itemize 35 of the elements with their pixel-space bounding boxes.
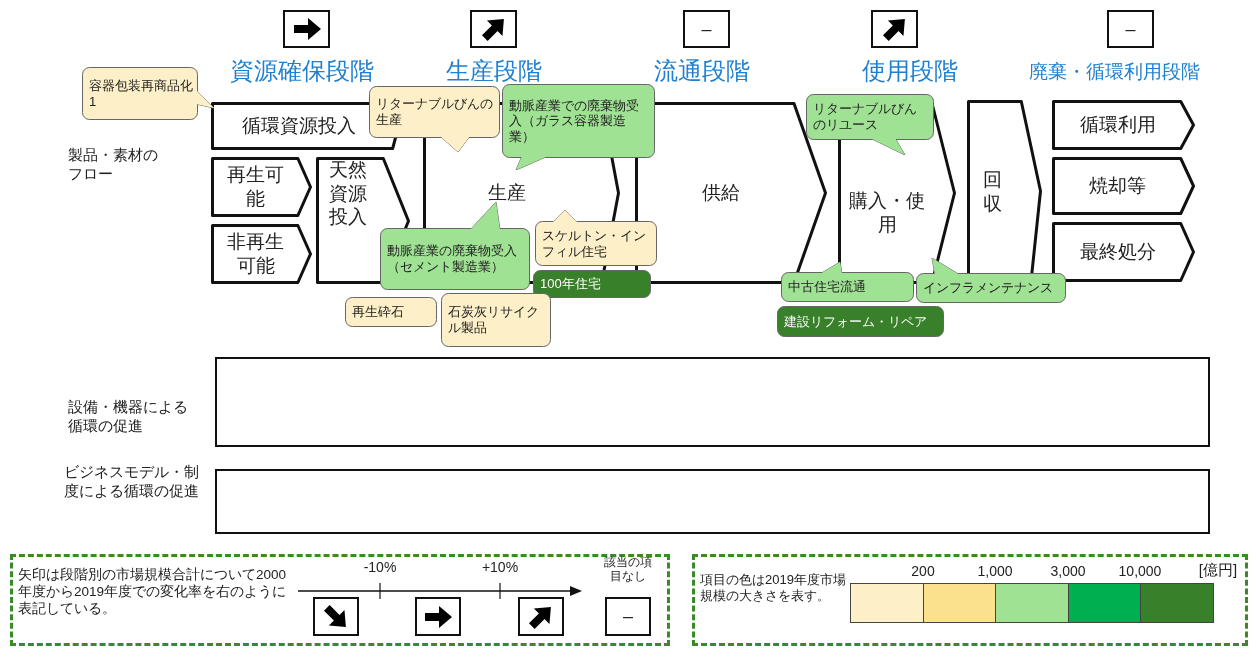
stage-block: 非再生可能 [211,224,312,284]
indicator-box [470,10,517,48]
stage-block: 最終処分 [1052,222,1195,282]
note-text: 該当の項目なし [602,555,653,584]
tick-label: -10% [362,559,398,577]
tick-label: 3,000 [1049,563,1087,581]
stage-block: 循環利用 [1052,100,1195,150]
note-text: 矢印は段階別の市場規模合計について2000年度から2019年度での変化率を右のように表記している。 [18,567,288,618]
callout-bubble: 建設リフォーム・リペア [777,306,944,337]
tick-label: 1,000 [976,563,1014,581]
note-text: 項目の色は2019年度市場規模の大きさを表す。 [700,572,847,605]
tick-label: 200 [910,563,936,581]
stage-heading: 廃棄・循環利用段階 [1027,60,1201,84]
empty-band [215,469,1210,534]
callout-bubble: 100年住宅 [533,270,651,298]
stage-heading: 流通段階 [653,56,751,86]
dash-mark: – [605,597,651,636]
callout-bubble: 石炭灰リサイクル製品 [441,293,551,347]
stage-block: 焼却等 [1052,157,1195,215]
unit-label: [億円] [1197,561,1239,580]
stage-block: 再生可能 [211,157,312,217]
empty-band [215,357,1210,447]
row-label: 製品・素材のフロー [68,146,159,184]
indicator-box [871,10,918,48]
stage-heading: 資源確保段階 [229,56,375,86]
stage-heading: 使用段階 [861,56,959,86]
tick-label: 10,000 [1117,563,1163,581]
row-label: ビジネスモデル・制度による循環の促進 [64,463,200,501]
callout-bubble: 再生砕石 [345,297,437,327]
indicator-box: – [683,10,730,48]
tick-label: +10% [480,559,520,577]
indicator-box: – [1107,10,1154,48]
row-label: 設備・機器による循環の促進 [68,398,189,436]
stage-heading: 生産段階 [445,56,543,86]
indicator-box [283,10,330,48]
